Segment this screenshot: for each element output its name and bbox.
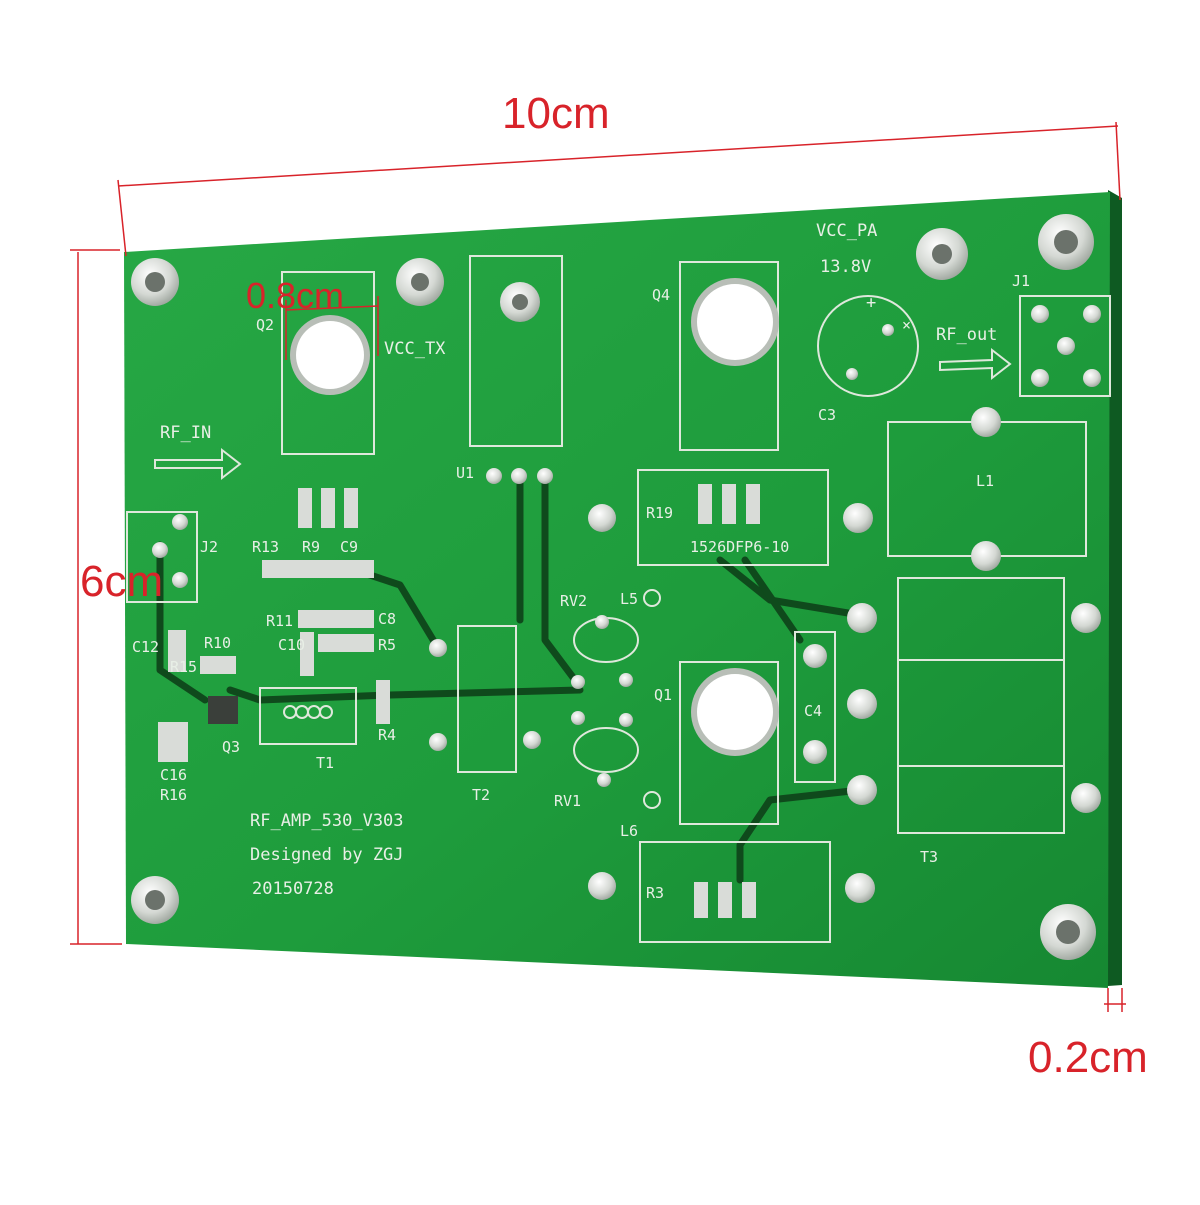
label-vcc-tx: VCC_TX xyxy=(384,339,446,359)
label-r11: R11 xyxy=(266,612,293,630)
label-rf-in: RF_IN xyxy=(160,423,211,443)
label-j2: J2 xyxy=(200,538,218,556)
label-l5: L5 xyxy=(620,590,638,608)
label-designer: Designed by ZGJ xyxy=(250,845,404,865)
label-q4: Q4 xyxy=(652,286,670,304)
label-q1: Q1 xyxy=(654,686,672,704)
dimension-width-label: 6cm xyxy=(80,557,164,606)
label-r13: R13 xyxy=(252,538,279,556)
label-r3: R3 xyxy=(646,884,664,902)
label-r15: R15 xyxy=(170,658,197,676)
label-date: 20150728 xyxy=(252,879,334,899)
label-t2: T2 xyxy=(472,786,490,804)
label-q2: Q2 xyxy=(256,316,274,334)
board-edge xyxy=(1108,190,1122,986)
label-r10: R10 xyxy=(204,634,231,652)
label-part-code: 1526DFP6-10 xyxy=(690,538,789,556)
silkscreen-outlines xyxy=(126,255,1111,943)
label-model: RF_AMP_530_V303 xyxy=(250,811,404,831)
label-rv1: RV1 xyxy=(554,792,581,810)
dimension-thickness-label: 0.2cm xyxy=(1028,1033,1148,1082)
label-c8: C8 xyxy=(378,610,396,628)
label-vcc-pa: VCC_PA xyxy=(816,221,877,241)
silkscreen-text: VCC_PA 13.8V VCC_TX RF_IN RF_out + × Q2 … xyxy=(132,221,1030,902)
label-c12: C12 xyxy=(132,638,159,656)
smd-pads xyxy=(158,484,760,918)
label-r19: R19 xyxy=(646,504,673,522)
label-j1: J1 xyxy=(1012,272,1030,290)
label-rf-out: RF_out xyxy=(936,325,997,345)
label-t3: T3 xyxy=(920,848,938,866)
through-hole-pads xyxy=(152,305,1101,903)
label-c9: C9 xyxy=(340,538,358,556)
label-plus: + xyxy=(866,293,876,313)
dimension-lines xyxy=(70,121,1126,1012)
label-c10: C10 xyxy=(278,636,305,654)
copper-traces xyxy=(156,474,864,884)
label-r4: R4 xyxy=(378,726,396,744)
inductor-coils xyxy=(283,589,661,809)
label-r5: R5 xyxy=(378,636,396,654)
dimension-length-label: 10cm xyxy=(502,89,610,138)
label-voltage: 13.8V xyxy=(820,257,871,277)
label-r16: R16 xyxy=(160,786,187,804)
label-cross: × xyxy=(902,316,911,334)
label-c4: C4 xyxy=(804,702,822,720)
label-q3: Q3 xyxy=(222,738,240,756)
label-rv2: RV2 xyxy=(560,592,587,610)
label-t1: T1 xyxy=(316,754,334,772)
label-u1: U1 xyxy=(456,464,474,482)
label-l6: L6 xyxy=(620,822,638,840)
mounting-holes xyxy=(131,214,1096,960)
label-l1: L1 xyxy=(976,472,994,490)
label-c3: C3 xyxy=(818,406,836,424)
label-c16: C16 xyxy=(160,766,187,784)
label-r9: R9 xyxy=(302,538,320,556)
dimension-hole-label: 0.8cm xyxy=(246,275,345,316)
